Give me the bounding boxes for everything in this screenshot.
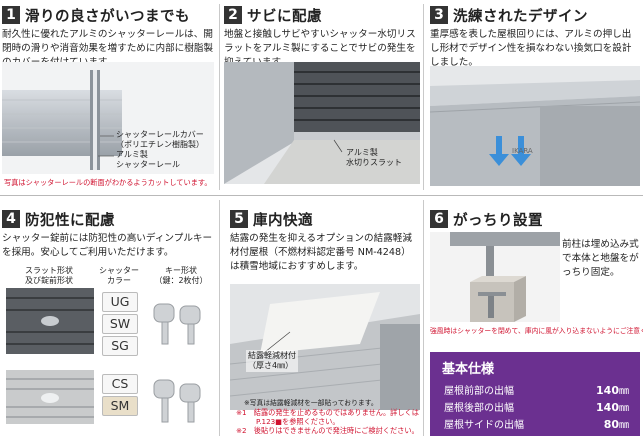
- rail-cover-callout: シャッターレールカバー （ポリエチレン樹脂製）: [116, 130, 204, 149]
- drip-slat-callout: アルミ製 水切りスラット: [346, 148, 402, 167]
- panel-header: 4 防犯性に配慮: [2, 208, 216, 230]
- anchor-post-photo: [430, 232, 560, 322]
- divider: [219, 4, 220, 190]
- condensation-roof-photo: [230, 284, 420, 410]
- panel-number: 5: [230, 210, 248, 228]
- feature-panel-4: 4 防犯性に配慮 シャッター錠前には防犯性の高いディンプルキーを採用。安心してご…: [2, 208, 216, 268]
- panel-header: 5 庫内快適: [230, 208, 420, 230]
- panel-title: 滑りの良さがいつまでも: [25, 8, 190, 25]
- dimple-key-icon: [153, 303, 201, 345]
- spec-row: 屋根前部の出幅 140㎜: [444, 382, 629, 397]
- spec-row: 屋根後部の出幅 140㎜: [444, 399, 629, 414]
- airflow-arrow-icon: [511, 136, 531, 166]
- color-chip: SG: [102, 336, 138, 356]
- panel-title: 防犯性に配慮: [25, 212, 115, 229]
- airflow-arrow-icon: [489, 136, 509, 166]
- panel-number: 2: [224, 6, 242, 24]
- feature-panel-3: 3 洗練されたデザイン 重厚感を表した屋根回りには、アルミの押し出し形材でデザイ…: [430, 4, 640, 190]
- spec-unit: ㎜: [619, 403, 629, 414]
- lock-icon: [41, 316, 59, 326]
- color-chip: UG: [102, 292, 138, 312]
- spec-unit: ㎜: [619, 420, 629, 431]
- color-chip: SM: [102, 396, 138, 416]
- spec-value: 140: [596, 401, 619, 414]
- panel-title: サビに配慮: [247, 8, 322, 25]
- lock-icon: [41, 393, 59, 403]
- spec-value: 140: [596, 384, 619, 397]
- brand-mark: IKARA: [512, 147, 533, 155]
- roof-vent-photo: [430, 66, 640, 186]
- photo-note: ※写真は結露軽減材を一部貼っております。: [244, 399, 378, 407]
- panel-description: 結露の発生を抑えるオプションの結露軽減材付屋根（不燃材料認定番号 NM-4248…: [230, 233, 412, 272]
- spec-label: 屋根サイドの出幅: [444, 420, 524, 431]
- panel-description: 重厚感を表した屋根回りには、アルミの押し出し形材でデザイン性を損なわない換気口を…: [430, 29, 632, 68]
- column-header-color: シャッターカラー: [99, 266, 139, 285]
- panel-number: 3: [430, 6, 448, 24]
- feature-panel-6: 6 がっちり設置: [430, 208, 640, 232]
- spec-label: 屋根後部の出幅: [444, 403, 514, 414]
- divider: [0, 195, 643, 196]
- panel-number: 6: [430, 210, 448, 228]
- panel-header: 6 がっちり設置: [430, 208, 640, 230]
- panel-number: 4: [2, 210, 20, 228]
- slat-lock-photo-top: [6, 288, 94, 354]
- column-header-key: キー形状（鍵：2枚付）: [154, 266, 208, 285]
- spec-unit: ㎜: [619, 386, 629, 397]
- spec-title: 基本仕様: [442, 362, 495, 377]
- spec-value: 80: [603, 418, 619, 431]
- spec-label: 屋根前部の出幅: [444, 386, 514, 397]
- panel-header: 2 サビに配慮: [224, 4, 420, 26]
- dimple-key-icon: [153, 379, 201, 423]
- slat-lock-photo-bottom: [6, 370, 94, 424]
- footnote: ※1 結露の発生を止めるものではありません。詳しくは: [236, 408, 419, 417]
- panel-description: 前柱は埋め込み式で本体と地盤をがっちり固定。: [562, 239, 639, 278]
- basic-spec-box: 基本仕様 屋根前部の出幅 140㎜ 屋根後部の出幅 140㎜ 屋根サイドの出幅 …: [430, 352, 640, 436]
- shutter-rail-photo: [2, 62, 214, 174]
- footnote: P.123■を参照ください。: [256, 417, 340, 426]
- footnote: ※2 後貼りはできませんので発注時にご検討ください。: [236, 426, 419, 435]
- feature-panel-5: 5 庫内快適 結露の発生を抑えるオプションの結露軽減材付屋根（不燃材料認定番号 …: [230, 208, 420, 286]
- panel-header: 3 洗練されたデザイン: [430, 4, 640, 26]
- drip-slat-photo: [224, 62, 420, 184]
- panel-description: シャッター錠前には防犯性の高いディンプルキーを採用。安心してご利用いただけます。: [2, 233, 213, 258]
- divider: [219, 200, 220, 436]
- spec-row: 屋根サイドの出幅 80㎜: [444, 416, 629, 431]
- panel-header: 1 滑りの良さがいつまでも: [2, 4, 216, 26]
- panel-number: 1: [2, 6, 20, 24]
- rail-callout: アルミ製 シャッターレール: [116, 150, 180, 169]
- divider: [423, 200, 424, 436]
- condensation-callout: 結露軽減材付 （厚さ4㎜）: [246, 350, 298, 372]
- column-header-slat: スラット形状及び錠前形状: [25, 266, 73, 285]
- color-chip: SW: [102, 314, 138, 334]
- panel-title: がっちり設置: [453, 212, 543, 229]
- panel-note: 強風時はシャッターを閉めて、庫内に風が入り込まないようにご注意ください。: [430, 327, 643, 335]
- color-chip: CS: [102, 374, 138, 394]
- panel-title: 洗練されたデザイン: [453, 8, 588, 25]
- panel-note: 写真はシャッターレールの断面がわかるようカットしています。: [4, 178, 212, 187]
- panel-title: 庫内快適: [253, 212, 313, 229]
- divider: [423, 4, 424, 190]
